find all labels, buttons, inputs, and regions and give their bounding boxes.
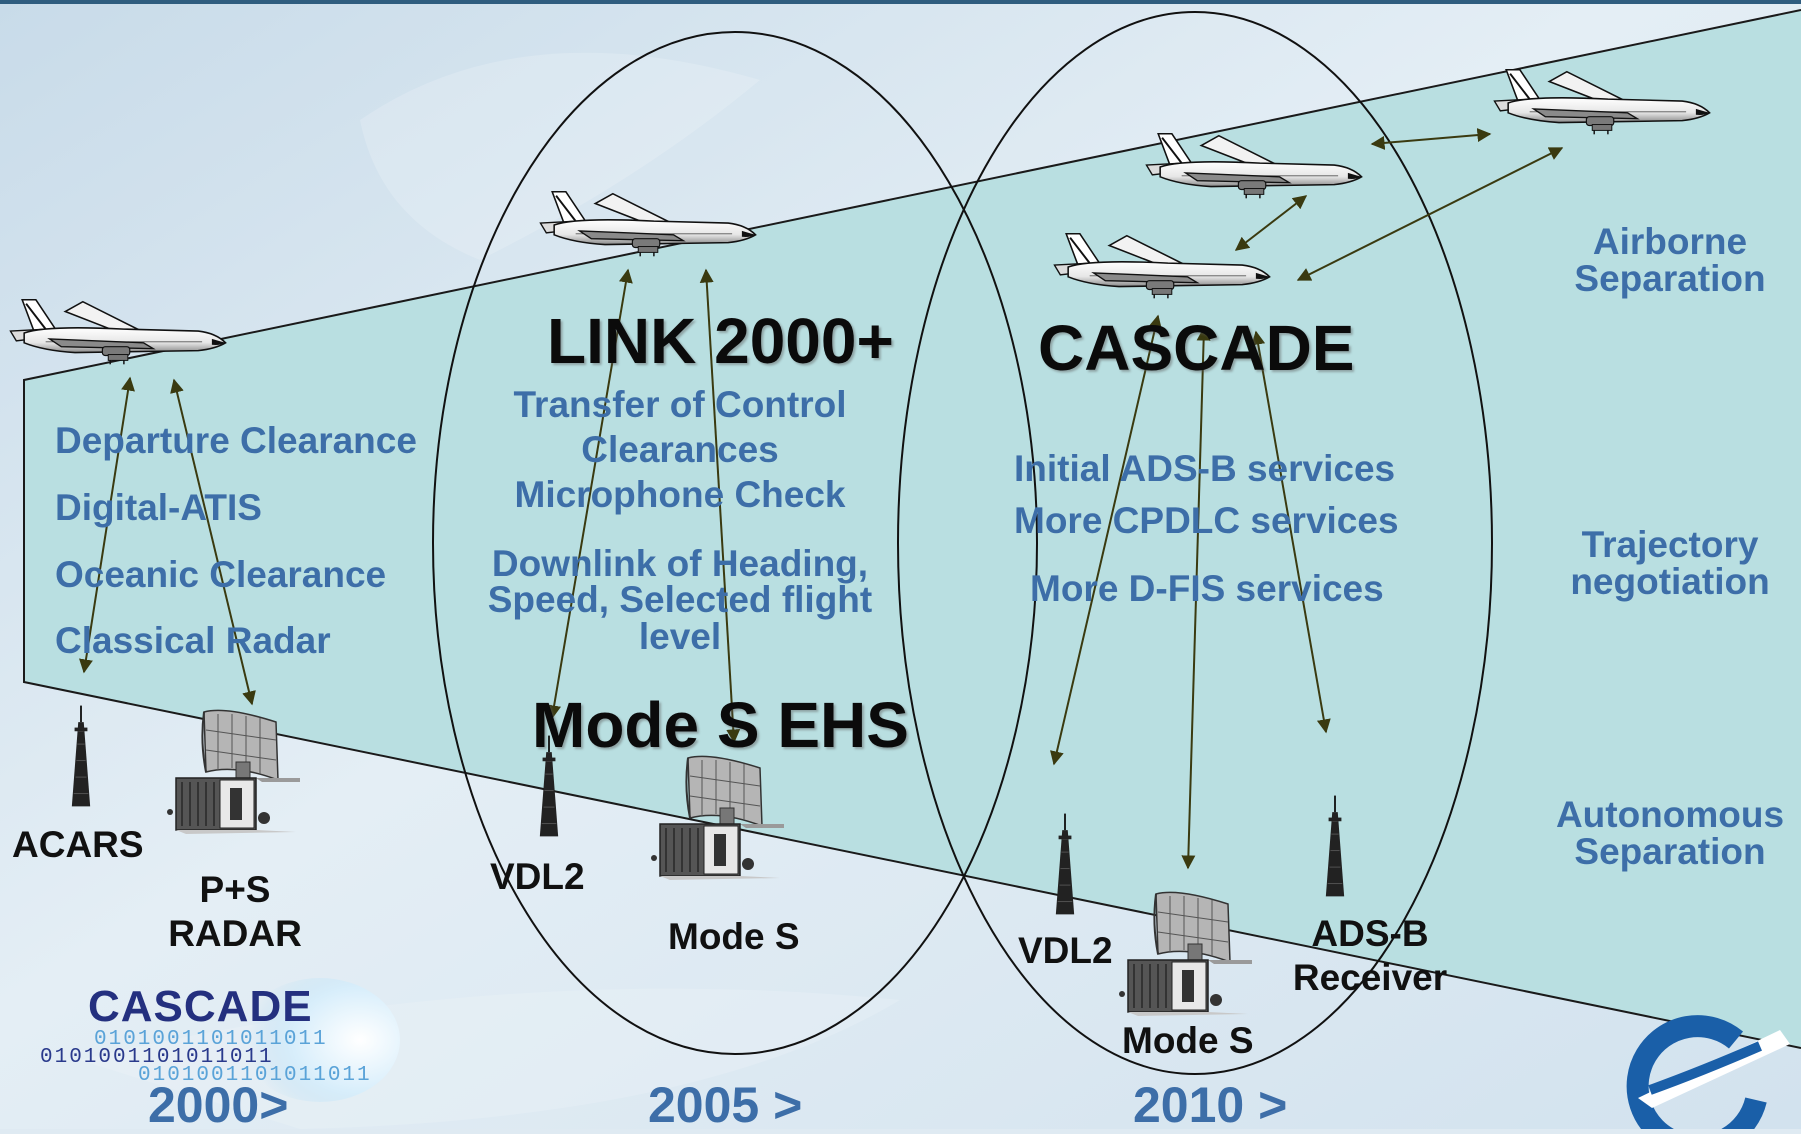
ellipse-2010 xyxy=(897,11,1493,1075)
service-clearances-line: Clearances xyxy=(581,429,779,471)
service-transfer-of-control: Transfer of Control Clearances Microphon… xyxy=(440,382,920,517)
service-initial-adsb: Initial ADS-B services xyxy=(1014,448,1396,489)
modes-ehs-heading: Mode S EHS xyxy=(532,689,909,761)
service-oceanic-clearance: Oceanic Clearance xyxy=(55,554,387,595)
arrow-vdl2-2010 xyxy=(1050,314,1162,766)
service-departure-clearance: Departure Clearance xyxy=(55,420,417,461)
arrow-vdl2-2005 xyxy=(547,268,633,720)
arrow-air-air-2 xyxy=(1370,128,1492,150)
ground-ps-radar-line-2: RADAR xyxy=(168,913,302,955)
ground-adsb-receiver-label: ADS-B Receiver xyxy=(1280,912,1460,1001)
ground-modes-2005-label: Mode S xyxy=(668,916,800,957)
arrow-acars xyxy=(79,376,135,674)
datalink-arrows xyxy=(79,128,1564,870)
future-autonomous-line-1: Autonomous xyxy=(1555,794,1785,835)
ground-acars-label: ACARS xyxy=(12,824,144,865)
ground-ps-radar-label: P+S RADAR xyxy=(150,868,320,957)
timeline-2010: 2010 > xyxy=(1133,1077,1288,1133)
future-airborne-line-2: Separation xyxy=(1574,258,1766,299)
cascade-logo-bits-3: 0101001101011011 xyxy=(138,1064,372,1087)
cascade-logo-bits-1: 0101001101011011 xyxy=(94,1028,328,1051)
link2000-heading: LINK 2000+ xyxy=(547,305,894,377)
ground-vdl2-2010-label: VDL2 xyxy=(1018,930,1113,971)
ground-modes-2010-label: Mode S xyxy=(1122,1020,1254,1061)
ground-adsb-line-2: Receiver xyxy=(1292,957,1448,999)
service-classical-radar: Classical Radar xyxy=(55,620,331,661)
cascade-logo-bits-2: 0101001101011011 xyxy=(40,1046,274,1069)
service-microphone-check: Microphone Check xyxy=(514,474,846,516)
ground-adsb-line-1: ADS-B xyxy=(1311,913,1429,954)
background-swoosh xyxy=(360,52,760,261)
timeline-2000: 2000> xyxy=(148,1077,289,1133)
service-more-dfis: More D-FIS services xyxy=(1030,568,1384,609)
future-autonomous-line-2: Separation xyxy=(1574,831,1766,872)
future-autonomous-separation: Autonomous Separation xyxy=(1550,796,1790,870)
ground-vdl2-2005-label: VDL2 xyxy=(490,856,585,897)
service-downlink: Downlink of Heading, Speed, Selected fli… xyxy=(440,543,920,657)
future-trajectory-line-2: negotiation xyxy=(1570,561,1770,602)
arrow-modes-2010 xyxy=(1181,326,1211,870)
future-airborne-line-1: Airborne xyxy=(1592,221,1748,262)
arrow-air-air-3 xyxy=(1296,147,1564,281)
arrow-modes-2005 xyxy=(699,268,741,744)
future-trajectory-line-1: Trajectory xyxy=(1581,524,1759,565)
logo-glow xyxy=(240,978,400,1102)
ellipse-2005 xyxy=(432,31,1038,1055)
arrow-adsb xyxy=(1251,330,1331,734)
future-airborne-separation: Airborne Separation xyxy=(1560,223,1780,297)
ground-ps-radar-line-1: P+S xyxy=(199,869,271,910)
airspace-outline xyxy=(23,9,1801,1049)
cascade-heading: CASCADE xyxy=(1038,312,1355,384)
service-digital-atis: Digital-ATIS xyxy=(55,487,262,528)
eurocontrol-logo-icon xyxy=(1626,1015,1790,1129)
future-trajectory-negotiation: Trajectory negotiation xyxy=(1560,526,1780,600)
timeline-2005: 2005 > xyxy=(648,1077,803,1133)
top-rule xyxy=(0,0,1801,4)
service-downlink-line-1: Downlink of Heading, xyxy=(491,543,869,584)
arrow-ps-radar xyxy=(170,378,256,706)
service-more-cpdlc: More CPDLC services xyxy=(1014,500,1399,541)
service-transfer-line: Transfer of Control xyxy=(513,384,847,425)
service-downlink-line-2: Speed, Selected flight xyxy=(487,579,873,621)
service-downlink-line-3: level xyxy=(638,615,722,657)
cascade-logo: CASCADE 0101001101011011 010100110101101… xyxy=(38,980,398,1098)
arrow-air-air-1 xyxy=(1234,195,1308,251)
cascade-logo-word: CASCADE xyxy=(88,982,313,1031)
